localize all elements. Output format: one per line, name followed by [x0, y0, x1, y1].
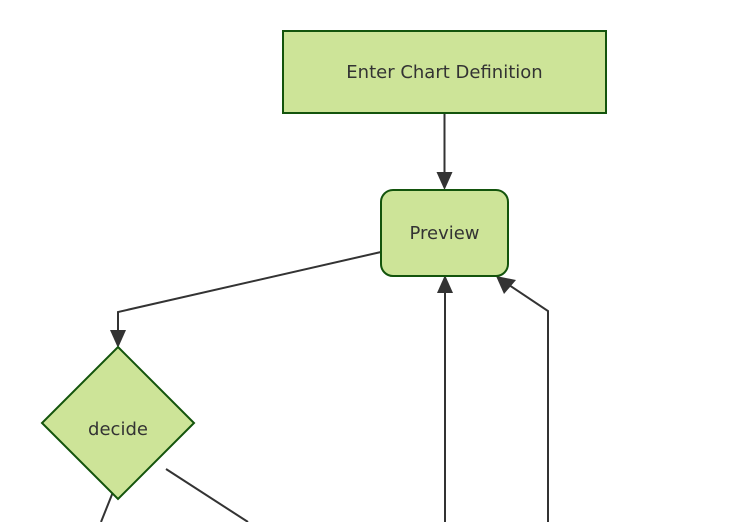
edge-decide-to-offscreen-left	[100, 491, 114, 522]
edge-preview-to-decide-arrowhead	[110, 330, 126, 348]
edge-bottom-right-to-preview-arrowhead	[496, 276, 516, 294]
node-layer: Enter Chart Definition Preview decide	[40, 30, 607, 501]
node-preview-shape[interactable]	[380, 189, 509, 277]
node-enter-chart-definition-label: Enter Chart Definition	[346, 62, 542, 83]
edge-decide-to-offscreen-right-line	[165, 468, 249, 522]
node-preview-label: Preview	[409, 223, 479, 244]
node-decide-label: decide	[88, 419, 148, 440]
edge-decide-to-offscreen-left-line	[100, 491, 114, 522]
edge-decide-to-offscreen-right	[165, 468, 249, 522]
edge-layer	[100, 113, 549, 522]
node-decide-shape[interactable]	[40, 345, 196, 501]
edge-bottom-right-to-preview-line	[502, 280, 549, 522]
node-enter-chart-definition[interactable]: Enter Chart Definition	[282, 30, 607, 114]
edge-bottom-right-to-preview	[496, 276, 549, 522]
node-preview[interactable]: Preview	[380, 189, 509, 277]
node-decide[interactable]: decide	[40, 345, 196, 501]
edge-preview-to-decide-line	[117, 251, 382, 339]
edge-enter-to-preview-arrowhead	[436, 172, 453, 190]
node-enter-chart-definition-shape[interactable]	[282, 30, 607, 114]
edge-bottom-center-to-preview	[437, 275, 453, 522]
edge-enter-to-preview	[436, 113, 453, 190]
edge-bottom-center-to-preview-arrowhead	[437, 275, 453, 293]
edge-preview-to-decide	[110, 251, 382, 348]
